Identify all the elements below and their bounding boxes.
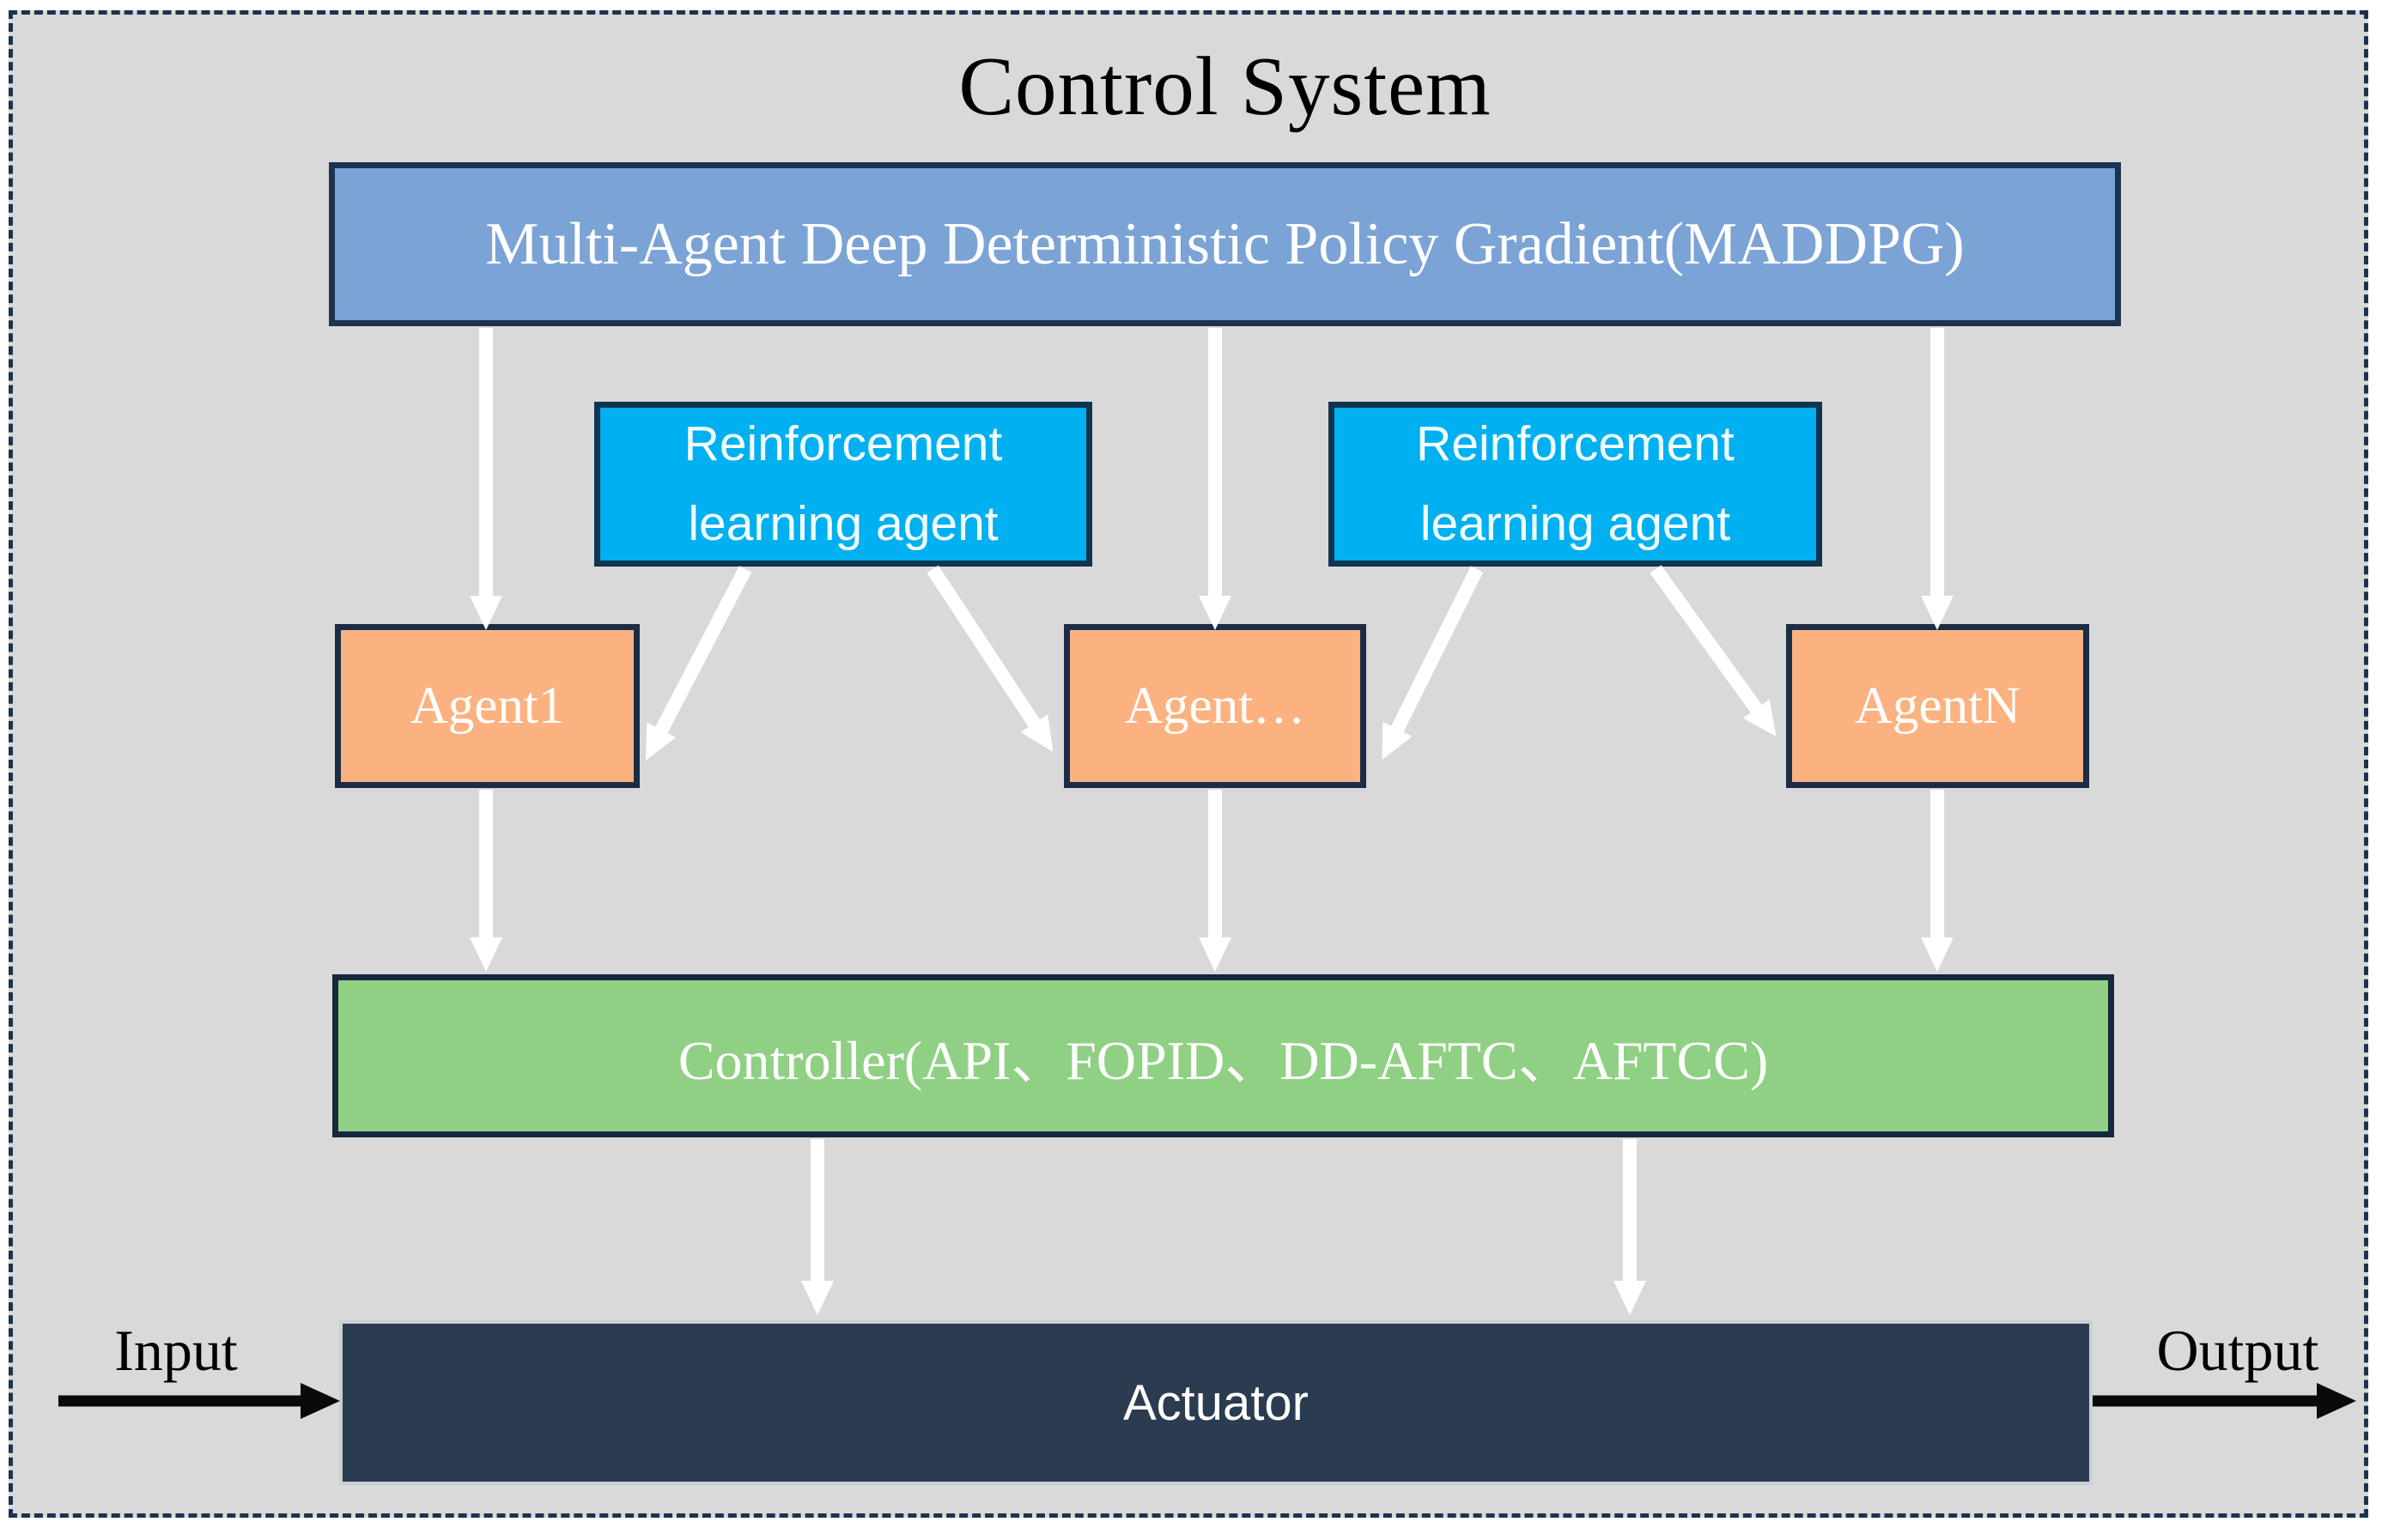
rl-agent-box-left: Reinforcement learning agent <box>594 402 1092 567</box>
rl-left-line2: learning agent <box>688 496 999 551</box>
maddpg-label: Multi-Agent Deep Deterministic Policy Gr… <box>485 210 1965 277</box>
output-label: Output <box>2156 1317 2319 1383</box>
actuator-label: Actuator <box>1123 1374 1309 1431</box>
agent-ellipsis-box: Agent… <box>1064 624 1366 788</box>
agentn-label: AgentN <box>1854 676 2021 735</box>
rl-right-line2: learning agent <box>1419 496 1731 551</box>
controller-box: Controller(API、FOPID、DD-AFTC、AFTCC) <box>332 974 2114 1137</box>
rl-left-line1: Reinforcement <box>684 416 1003 471</box>
diagram-title: Control System <box>958 39 1492 132</box>
rl-agent-box-right: Reinforcement learning agent <box>1328 402 1822 567</box>
controller-label: Controller(API、FOPID、DD-AFTC、AFTCC) <box>678 1030 1769 1091</box>
agent-ellipsis-label: Agent… <box>1124 676 1306 735</box>
agent1-label: Agent1 <box>410 676 565 735</box>
agent1-box: Agent1 <box>335 624 640 788</box>
agentn-box: AgentN <box>1786 624 2089 788</box>
maddpg-box: Multi-Agent Deep Deterministic Policy Gr… <box>329 162 2121 326</box>
input-label: Input <box>114 1317 238 1383</box>
actuator-box: Actuator <box>339 1320 2093 1485</box>
rl-right-line1: Reinforcement <box>1416 416 1735 471</box>
